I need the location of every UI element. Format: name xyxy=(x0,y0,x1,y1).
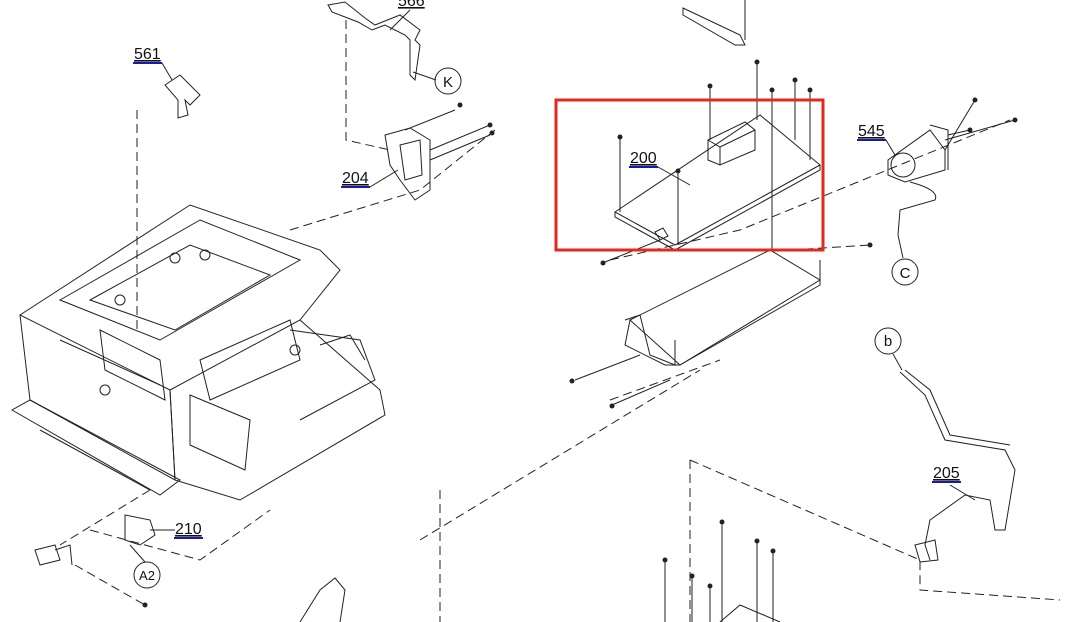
reference-marker-c: C xyxy=(891,234,919,286)
part-210 xyxy=(124,514,175,546)
svg-text:b: b xyxy=(884,333,892,350)
part-205-cable xyxy=(899,369,1016,563)
svg-text:205: 205 xyxy=(933,465,960,482)
board-tray xyxy=(574,249,821,406)
svg-text:204: 204 xyxy=(342,170,369,187)
part-label-210[interactable]: 210 xyxy=(174,521,203,539)
upper-bracket xyxy=(682,0,746,46)
svg-text:566: 566 xyxy=(398,0,425,10)
svg-text:C: C xyxy=(900,265,911,282)
part-label-561[interactable]: 561 xyxy=(133,46,173,81)
part-label-204[interactable]: 204 xyxy=(341,169,399,188)
reference-marker-b: b xyxy=(874,327,903,371)
part-566-bracket xyxy=(327,1,437,82)
part-204-bracket xyxy=(384,109,491,201)
main-chassis-frame xyxy=(10,204,386,501)
highlight-box-part-200 xyxy=(554,98,825,252)
part-label-200[interactable]: 200 xyxy=(629,150,691,186)
part-561 xyxy=(164,74,201,119)
svg-text:A2: A2 xyxy=(139,568,155,583)
part-label-205[interactable]: 205 xyxy=(932,465,961,483)
svg-text:K: K xyxy=(443,74,453,91)
assembly-lines xyxy=(59,20,1061,622)
part-label-566[interactable]: 566 xyxy=(389,0,425,31)
reference-marker-a2: A2 xyxy=(129,544,161,589)
part-545-fan xyxy=(887,99,1016,236)
reference-marker-k: K xyxy=(434,67,462,95)
part-label-545[interactable]: 545 xyxy=(857,123,896,156)
svg-text:561: 561 xyxy=(134,46,161,63)
svg-text:210: 210 xyxy=(175,521,202,538)
screws xyxy=(142,59,1018,608)
connector-part xyxy=(34,544,73,566)
svg-text:200: 200 xyxy=(630,150,657,167)
svg-text:545: 545 xyxy=(858,123,885,140)
bottom-parts xyxy=(299,520,781,622)
